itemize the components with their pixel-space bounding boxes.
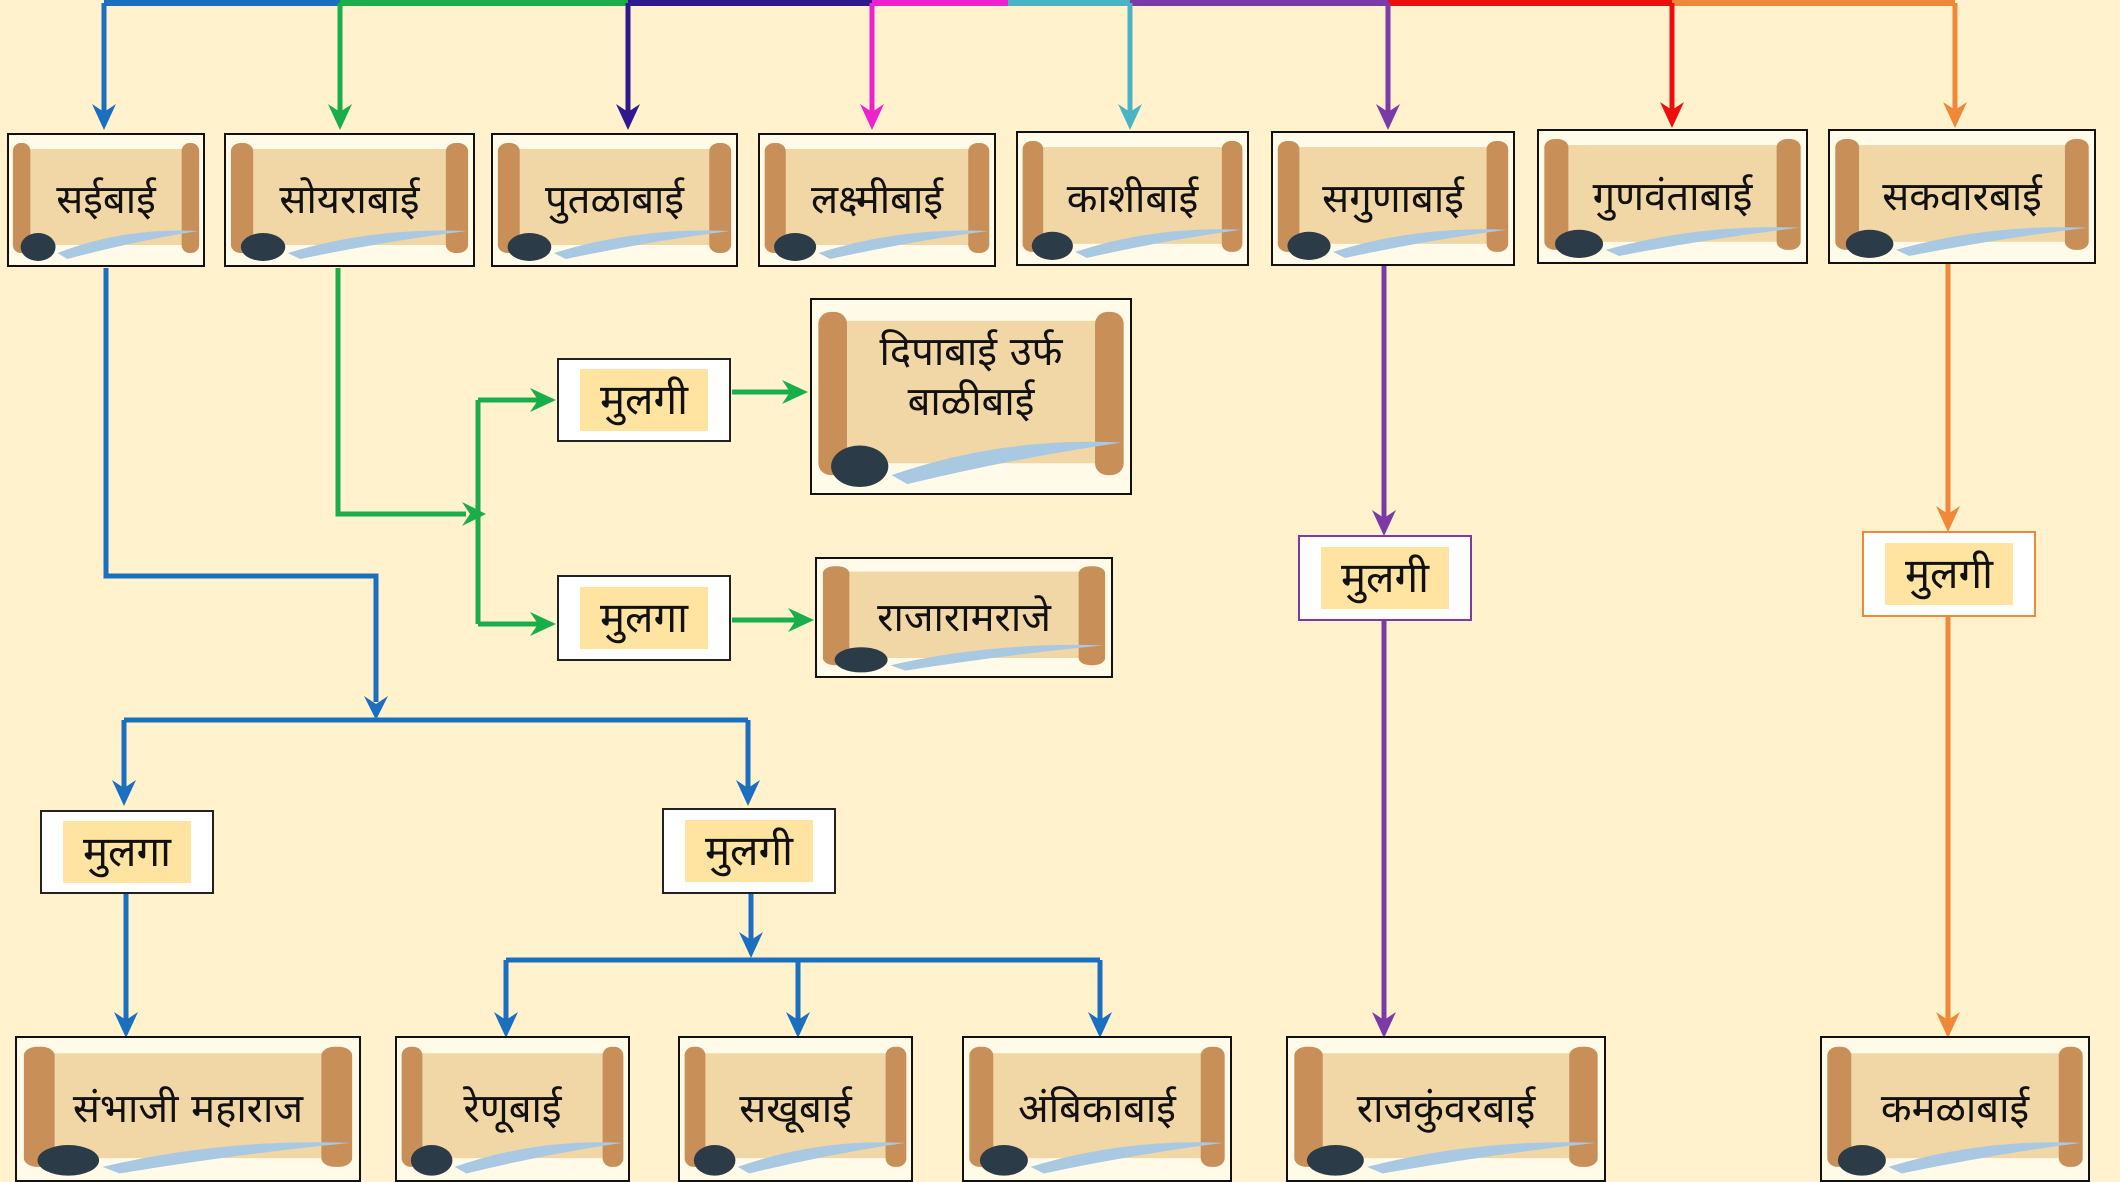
relation-box-son: मुलगा <box>40 810 214 894</box>
parchment-scroll-icon <box>1544 139 1801 258</box>
scroll-label: काशीबाई <box>1066 175 1199 222</box>
scroll-sakvarbai: सकवारबाई <box>1828 129 2096 264</box>
parchment-scroll-icon <box>12 143 200 261</box>
scroll-sambhaji-maharaj: संभाजी महाराज <box>15 1036 361 1182</box>
parchment-scroll-icon <box>23 1046 353 1176</box>
scroll-ambikabai: अंबिकाबाई <box>962 1036 1232 1182</box>
scroll-rajaramraje: राजारामराजे <box>815 557 1113 678</box>
scroll-putalabai: पुतळाबाई <box>491 133 738 267</box>
relation-box-son: मुलगा <box>557 575 731 661</box>
parchment-scroll-icon <box>969 1046 1225 1176</box>
scroll-label: रेणूबाई <box>463 1086 562 1132</box>
relation-box-daughter: मुलगी <box>662 808 836 894</box>
scroll-dipabai: दिपाबाई उर्फ बाळीबाई <box>810 298 1132 495</box>
relation-label: मुलगी <box>1320 546 1450 610</box>
scroll-sakhubai: सखूबाई <box>678 1036 913 1182</box>
relation-label: मुलगी <box>579 368 709 432</box>
parchment-scroll-icon <box>818 311 1124 488</box>
scroll-lakshmibai: लक्ष्मीबाई <box>758 133 996 267</box>
scroll-sagunabai: सगुणाबाई <box>1271 131 1515 266</box>
parchment-scroll-icon <box>1835 139 2089 258</box>
scroll-label: संभाजी महाराज <box>72 1086 304 1132</box>
scroll-label: सगुणाबाई <box>1322 175 1464 222</box>
scroll-label: राजकुंवरबाई <box>1356 1086 1536 1132</box>
scroll-label: लक्ष्मीबाई <box>810 177 944 223</box>
parchment-scroll-icon <box>1022 141 1243 260</box>
parchment-scroll-icon <box>764 143 990 261</box>
parchment-scroll-icon <box>401 1046 624 1176</box>
scroll-label: गुणवंताबाई <box>1592 173 1753 220</box>
scroll-label: कमळाबाई <box>1880 1086 2030 1132</box>
relation-box-daughter: मुलगी <box>557 358 731 442</box>
scroll-rajkunvarbai: राजकुंवरबाई <box>1286 1036 1606 1182</box>
scroll-label: दिपाबाई उर्फ बाळीबाई <box>879 328 1063 425</box>
relation-box-daughter: मुलगी <box>1862 531 2036 617</box>
parchment-scroll-icon <box>1277 141 1509 260</box>
scroll-kashibai: काशीबाई <box>1016 131 1249 266</box>
scroll-soyarabai: सोयराबाई <box>224 133 475 267</box>
scroll-label: राजारामराजे <box>877 594 1051 641</box>
relation-label: मुलगी <box>1884 542 2014 606</box>
relation-label: मुलगा <box>579 586 709 650</box>
scroll-label: सईबाई <box>56 177 156 223</box>
scroll-gunavantabai: गुणवंताबाई <box>1537 129 1808 264</box>
scroll-label: अंबिकाबाई <box>1018 1086 1176 1132</box>
scroll-label: सोयराबाई <box>279 177 420 223</box>
scroll-saibai: सईबाई <box>7 133 205 267</box>
scroll-label: पुतळाबाई <box>544 177 685 223</box>
scroll-label: सखूबाई <box>739 1086 852 1132</box>
parchment-scroll-icon <box>684 1046 907 1176</box>
parchment-scroll-icon <box>230 143 469 261</box>
parchment-scroll-icon <box>1294 1046 1598 1176</box>
parchment-scroll-icon <box>1827 1046 2083 1176</box>
relation-label: मुलगी <box>684 819 814 883</box>
scroll-label: सकवारबाई <box>1882 173 2042 220</box>
parchment-scroll-icon <box>822 566 1106 673</box>
relation-label: मुलगा <box>62 820 192 884</box>
relation-box-daughter: मुलगी <box>1298 535 1472 621</box>
scroll-renubai: रेणूबाई <box>395 1036 630 1182</box>
scroll-kamalabai: कमळाबाई <box>1820 1036 2090 1182</box>
parchment-scroll-icon <box>497 143 732 261</box>
